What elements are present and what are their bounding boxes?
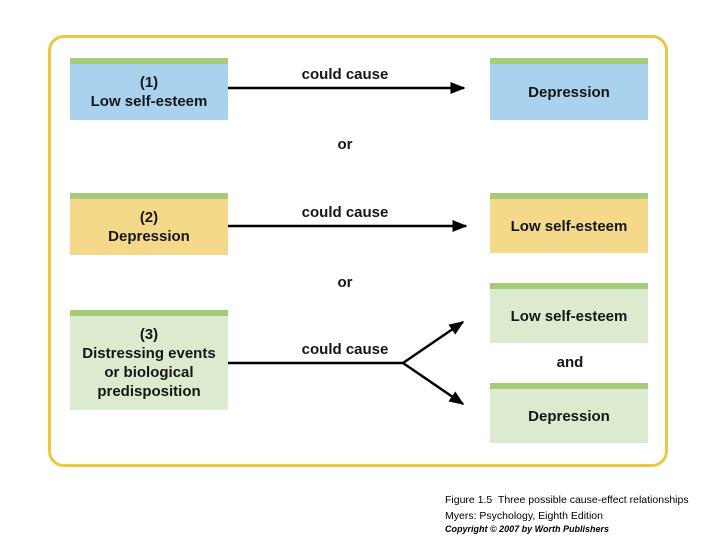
caption-copyright-line: Copyright © 2007 by Worth Publishers bbox=[445, 524, 609, 534]
box-top-strip bbox=[70, 310, 228, 316]
row1-left-box-label: (1) Low self-esteem bbox=[90, 74, 208, 110]
figure-caption: Figure 1.5 Three possible cause-effect r… bbox=[445, 492, 689, 535]
box-top-strip bbox=[70, 193, 228, 199]
row2-left-box: (2) Depression bbox=[70, 193, 228, 255]
row3-could-cause-label: could cause bbox=[301, 341, 389, 358]
row3-right-top-box: Low self-esteem bbox=[490, 283, 648, 343]
row1-right-box: Depression bbox=[490, 58, 648, 120]
row3-right-bottom-box: Depression bbox=[490, 383, 648, 443]
row3-and-label: and bbox=[556, 354, 584, 371]
row2-right-box-label: Low self-esteem bbox=[510, 217, 628, 235]
row2-could-cause-label: could cause bbox=[301, 204, 389, 221]
box-top-strip bbox=[490, 58, 648, 64]
box-top-strip bbox=[490, 283, 648, 289]
box-top-strip bbox=[490, 383, 648, 389]
caption-figure-line: Figure 1.5 Three possible cause-effect r… bbox=[445, 494, 689, 506]
row1-left-box: (1) Low self-esteem bbox=[70, 58, 228, 120]
row3-left-box: (3) Distressing events or biological pre… bbox=[70, 310, 228, 410]
row2-right-box: Low self-esteem bbox=[490, 193, 648, 253]
or-label-1: or bbox=[337, 136, 353, 153]
row2-left-box-label: (2) Depression bbox=[108, 209, 190, 245]
row1-right-box-label: Depression bbox=[528, 83, 610, 101]
row3-right-bottom-box-label: Depression bbox=[528, 407, 610, 425]
row3-right-top-box-label: Low self-esteem bbox=[510, 307, 628, 325]
caption-source-line: Myers: Psychology, Eighth Edition bbox=[445, 510, 603, 522]
row3-left-box-label: (3) Distressing events or biological pre… bbox=[82, 326, 216, 400]
box-top-strip bbox=[70, 58, 228, 64]
box-top-strip bbox=[490, 193, 648, 199]
row1-could-cause-label: could cause bbox=[301, 66, 389, 83]
or-label-2: or bbox=[337, 274, 353, 291]
